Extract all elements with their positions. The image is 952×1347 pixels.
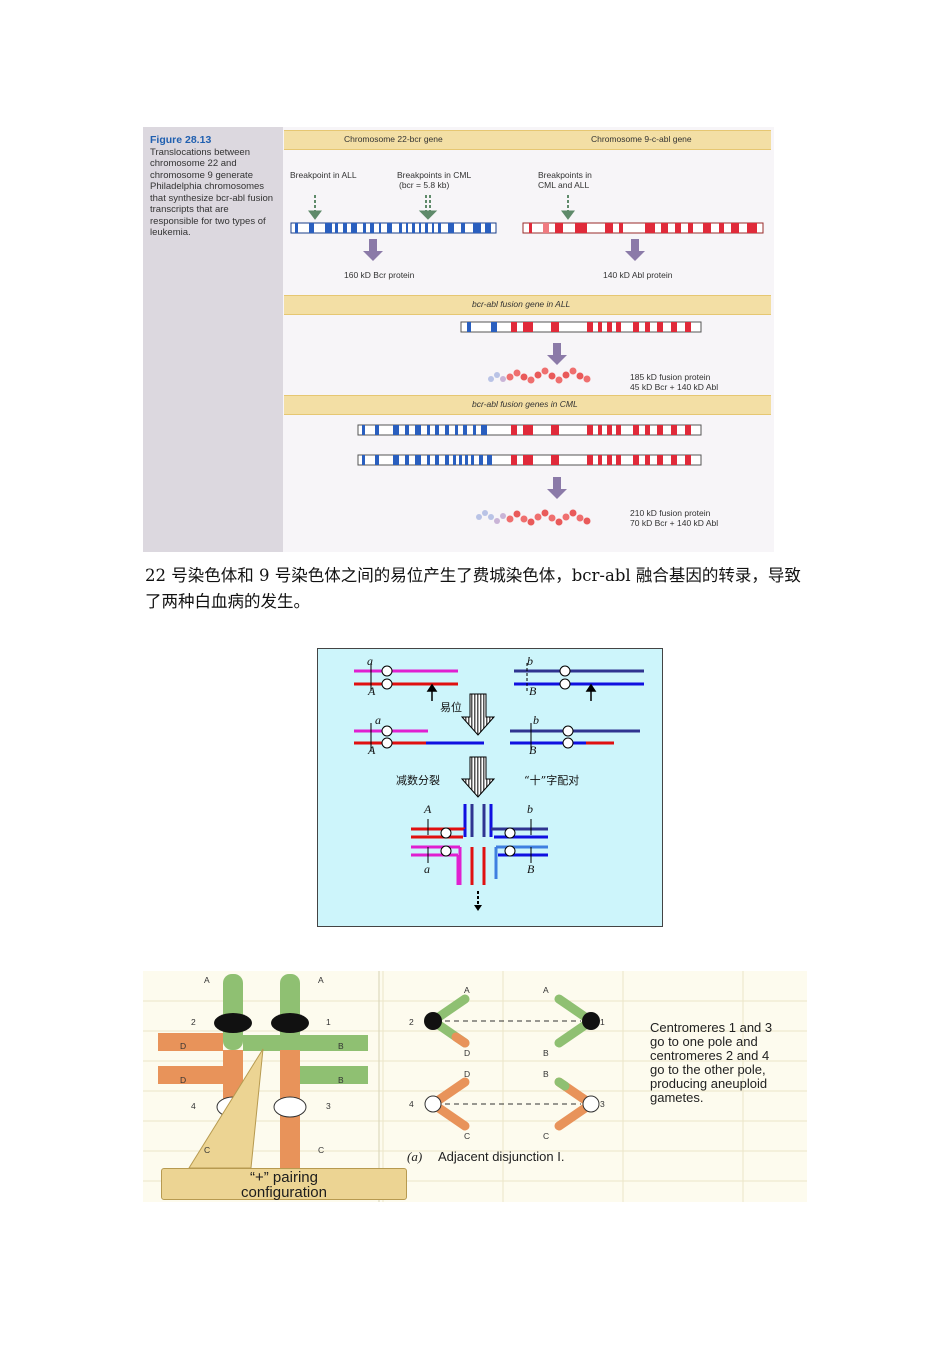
- label-A-cross: A: [424, 802, 432, 816]
- fusion-gene-cml-2: [357, 454, 702, 466]
- label-num-1: 1: [326, 1017, 331, 1027]
- label-cml-and-all: CML and ALL: [538, 180, 590, 190]
- note-line-1: Centromeres 1 and 3: [650, 1020, 773, 1035]
- disjunction-diagram: [424, 994, 600, 1131]
- label-num-2-right: 2: [409, 1017, 414, 1027]
- label-B-mid: B: [529, 743, 537, 757]
- band-fusion-all-label: bcr-abl fusion gene in ALL: [472, 299, 571, 309]
- chromosome-pair-b: [514, 663, 644, 691]
- chromosome-pair-a: [354, 663, 458, 691]
- label-abl-protein: 140 kD Abl protein: [603, 270, 673, 280]
- note-line-5: producing aneuploid: [650, 1076, 768, 1091]
- label-b-mid: b: [533, 713, 539, 727]
- bcr-gene: [290, 222, 497, 234]
- down-arrow-icon: [460, 693, 496, 798]
- band-chromosome-genes: Chromosome 22-bcr gene Chromosome 9-c-ab…: [284, 130, 771, 150]
- cross-pairing-configuration: [411, 804, 548, 911]
- label-fusion-cml-2: 70 kD Bcr + 140 kD Abl: [630, 518, 719, 528]
- fig1-diagram: [290, 195, 764, 526]
- panel-label: (a): [407, 1149, 423, 1164]
- note-line-6: gametes.: [650, 1090, 704, 1105]
- figure-bcr-abl-translocation: Figure 28.13 Translocations between chro…: [143, 127, 774, 552]
- label-breakpoint-all: Breakpoint in ALL: [290, 170, 357, 180]
- label-A-left: A: [204, 975, 210, 985]
- fusion-protein-cml: [476, 509, 591, 526]
- arrow-up-icon: [585, 683, 597, 701]
- arrow-up-icon: [426, 683, 438, 701]
- label-A-v2: A: [543, 985, 549, 995]
- note-line-4: go to the other pole,: [650, 1062, 766, 1077]
- label-C-v4: C: [543, 1131, 550, 1141]
- figure-adjacent-disjunction: A A 2 1 D B D B 4 3 C C A A 2 1 D B D B …: [143, 971, 807, 1202]
- translocated-pair-a: [354, 723, 484, 751]
- fusion-protein-all: [488, 367, 591, 384]
- pairing-chromosomes: [158, 974, 368, 1190]
- expression-arrows: [363, 239, 645, 499]
- label-num-4-right: 4: [409, 1099, 414, 1109]
- pairing-label-line-1: “+” pairing: [250, 1169, 318, 1186]
- label-B-lower: B: [338, 1075, 344, 1085]
- label-A-mid: A: [368, 743, 376, 757]
- label-a-mid: a: [375, 713, 381, 727]
- note-line-2: go to one pole and: [650, 1034, 758, 1049]
- label-B-v4: B: [543, 1069, 549, 1079]
- label-breakpoints-cml: Breakpoints in CML: [397, 170, 472, 180]
- figure-caption-panel: [143, 127, 283, 552]
- label-bcr-protein: 160 kD Bcr protein: [344, 270, 415, 280]
- label-C-left: C: [204, 1145, 211, 1155]
- label-b-top: b: [527, 654, 533, 668]
- figure-caption: Figure 28.13 Translocations between chro…: [150, 134, 278, 239]
- label-B-top: B: [529, 684, 537, 698]
- label-D-upper: D: [180, 1041, 187, 1051]
- label-A-v1: A: [464, 985, 470, 995]
- body-paragraph: 22 号染色体和 9 号染色体之间的易位产生了费城染色体，bcr-abl 融合基…: [145, 566, 801, 611]
- label-breakpoints-in: Breakpoints in: [538, 170, 592, 180]
- label-A-right: A: [318, 975, 324, 985]
- breakpoint-arrows: [308, 195, 575, 220]
- fusion-gene-cml-1: [357, 424, 702, 436]
- label-C-right: C: [318, 1145, 325, 1155]
- label-A-top: A: [368, 684, 376, 698]
- label-meiosis: 减数分裂: [396, 774, 440, 787]
- translocated-pair-b: [510, 723, 640, 751]
- fig2-diagram: [354, 663, 644, 911]
- label-cross-pairing: “十”字配对: [524, 774, 580, 787]
- header-chr22: Chromosome 22-bcr gene: [344, 134, 443, 144]
- label-a-top: a: [367, 654, 373, 668]
- label-fusion-all-1: 185 kD fusion protein: [630, 372, 711, 382]
- figure-translocation-pairing: a A b B 易位 a A b B 减数分裂 “十”字配对 A b a B: [317, 648, 663, 927]
- label-B-v2: B: [543, 1048, 549, 1058]
- header-chr9: Chromosome 9-c-abl gene: [591, 134, 692, 144]
- figure-caption-text: Translocations between chromosome 22 and…: [150, 146, 274, 239]
- label-num-3: 3: [326, 1101, 331, 1111]
- label-fusion-cml-1: 210 kD fusion protein: [630, 508, 711, 518]
- label-num-1-right: 1: [600, 1017, 605, 1027]
- label-C-v3: C: [464, 1131, 471, 1141]
- pairing-label-line-2: configuration: [241, 1184, 327, 1201]
- label-fusion-all-2: 45 kD Bcr + 140 kD Abl: [630, 382, 719, 392]
- label-num-3-right: 3: [600, 1099, 605, 1109]
- label-B-upper: B: [338, 1041, 344, 1051]
- label-a-cross: a: [424, 862, 430, 876]
- note-line-3: centromeres 2 and 4: [650, 1048, 770, 1063]
- label-translocation: 易位: [440, 701, 462, 714]
- panel-title: Adjacent disjunction I.: [438, 1149, 565, 1164]
- label-D-v1: D: [464, 1048, 471, 1058]
- fig3-diagram: [143, 971, 807, 1202]
- label-D-lower: D: [180, 1075, 187, 1085]
- band-fusion-cml-label: bcr-abl fusion genes in CML: [472, 399, 578, 409]
- label-num-4: 4: [191, 1101, 196, 1111]
- pairing-configuration-callout: “+” pairing configuration: [161, 1168, 407, 1200]
- label-b-cross: b: [527, 802, 533, 816]
- abl-gene: [522, 222, 764, 234]
- label-D-v3: D: [464, 1069, 471, 1079]
- band-fusion-cml: bcr-abl fusion genes in CML: [284, 395, 771, 415]
- label-bcr-size: (bcr = 5.8 kb): [399, 180, 450, 190]
- fusion-gene-all: [460, 321, 702, 333]
- band-fusion-all: bcr-abl fusion gene in ALL: [284, 295, 771, 315]
- label-B-cross: B: [527, 862, 535, 876]
- label-num-2: 2: [191, 1017, 196, 1027]
- figure-number: Figure 28.13: [150, 134, 212, 146]
